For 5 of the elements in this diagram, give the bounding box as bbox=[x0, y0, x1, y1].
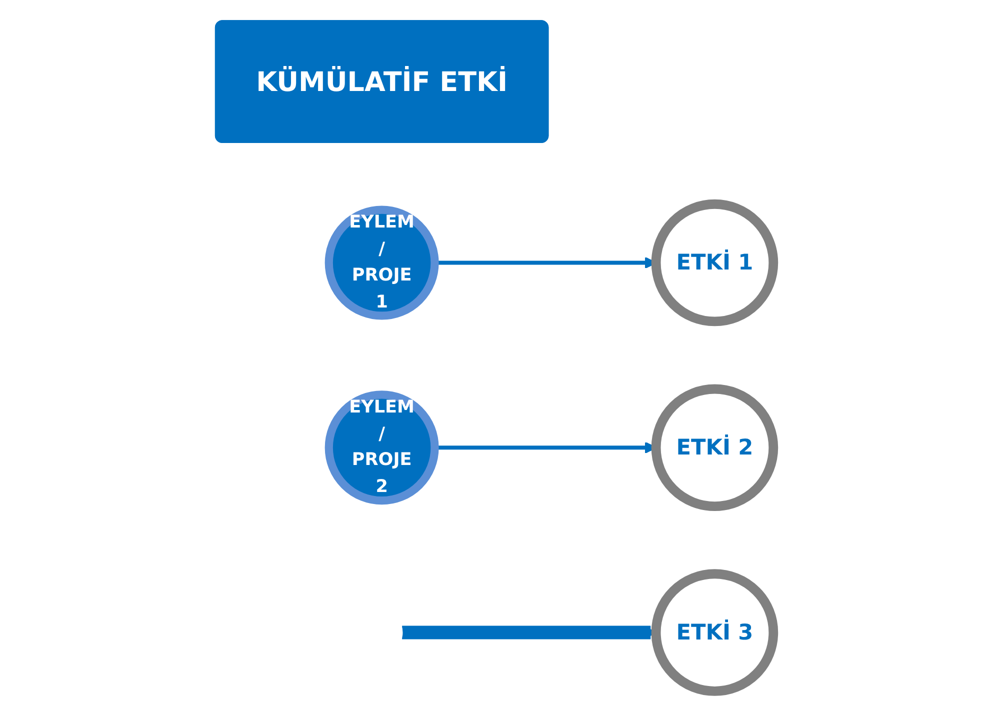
node-circle: ETKİ 2 bbox=[651, 384, 778, 512]
node-circle: EYLEM / PROJE 2 bbox=[324, 390, 439, 505]
node-circle: ETKİ 3 bbox=[651, 569, 778, 696]
node-circle: EYLEM / PROJE 1 bbox=[324, 206, 439, 320]
node-circle: ETKİ 1 bbox=[651, 199, 778, 326]
